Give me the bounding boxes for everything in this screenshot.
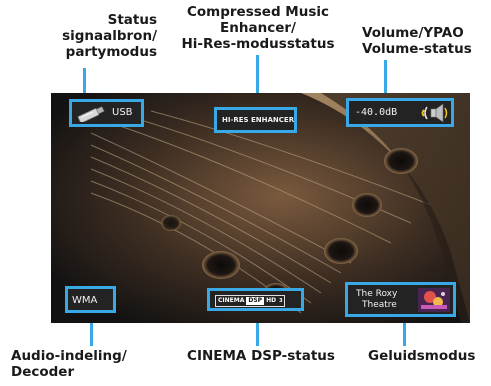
callout-audio-line2: Decoder <box>11 364 75 380</box>
sound-program-line2: Theatre <box>362 300 397 310</box>
usb-stick-icon <box>77 106 105 122</box>
cinema-dsp-logo: CINEMA DSP HD 3 <box>215 295 285 307</box>
connector-source <box>83 68 86 98</box>
callout-status-source-line2: signaalbron/ <box>62 28 157 44</box>
callout-volume-line1: Volume/YPAO <box>362 25 464 41</box>
roxy-theatre-thumbnail <box>418 288 450 312</box>
callout-audio-line1: Audio-indeling/ <box>11 348 127 364</box>
callout-cinema: CINEMA DSP-status <box>187 348 335 364</box>
callout-volume: Volume/YPAO Volume-status <box>362 25 482 57</box>
enhancer-status-box: HI-RES ENHANCER <box>214 107 297 133</box>
connector-audio <box>90 312 93 346</box>
callout-status-source: Status signaalbron/ partymodus <box>55 12 157 60</box>
ypao-volume-icon <box>421 103 448 123</box>
hd-logo-text: HD <box>266 297 277 304</box>
hd-three-logo-text: 3 <box>279 298 283 304</box>
volume-status-box: -40.0dB <box>346 98 454 127</box>
source-label: USB <box>112 107 133 118</box>
callout-enhancer-line2: Enhancer/ <box>220 20 296 36</box>
cinema-dsp-box: CINEMA DSP HD 3 <box>207 288 304 311</box>
sound-mode-box: The Roxy Theatre <box>345 282 456 317</box>
volume-value: -40.0dB <box>355 107 398 118</box>
callout-audio: Audio-indeling/ Decoder <box>11 348 131 380</box>
connector-enhancer <box>256 55 259 108</box>
connector-volume <box>384 60 387 98</box>
enhancer-label: HI-RES ENHANCER <box>222 116 295 124</box>
dsp-logo-text: DSP <box>246 297 265 305</box>
callout-status-source-line3: partymodus <box>65 44 157 60</box>
connector-sound-mode <box>403 312 406 346</box>
sound-program-name: The Roxy Theatre <box>356 289 397 311</box>
callout-enhancer-line1: Compressed Music <box>186 4 330 20</box>
callout-status-source-line1: Status <box>107 12 157 28</box>
callout-enhancer-line3: Hi-Res-modusstatus <box>181 36 335 52</box>
tv-screen: USB HI-RES ENHANCER -40.0dB WMA CINEMA D… <box>51 93 470 323</box>
callout-enhancer: Compressed Music Enhancer/ Hi-Res-moduss… <box>178 4 338 52</box>
audio-format-box: WMA <box>65 286 116 313</box>
sound-program-line1: The Roxy <box>356 289 398 299</box>
audio-format-label: WMA <box>72 295 98 306</box>
cinema-logo-text: CINEMA <box>218 297 245 304</box>
callout-sound-mode: Geluidsmodus <box>368 348 476 364</box>
callout-volume-line2: Volume-status <box>362 41 472 57</box>
connector-cinema <box>256 312 259 346</box>
source-status-box: USB <box>69 99 144 127</box>
